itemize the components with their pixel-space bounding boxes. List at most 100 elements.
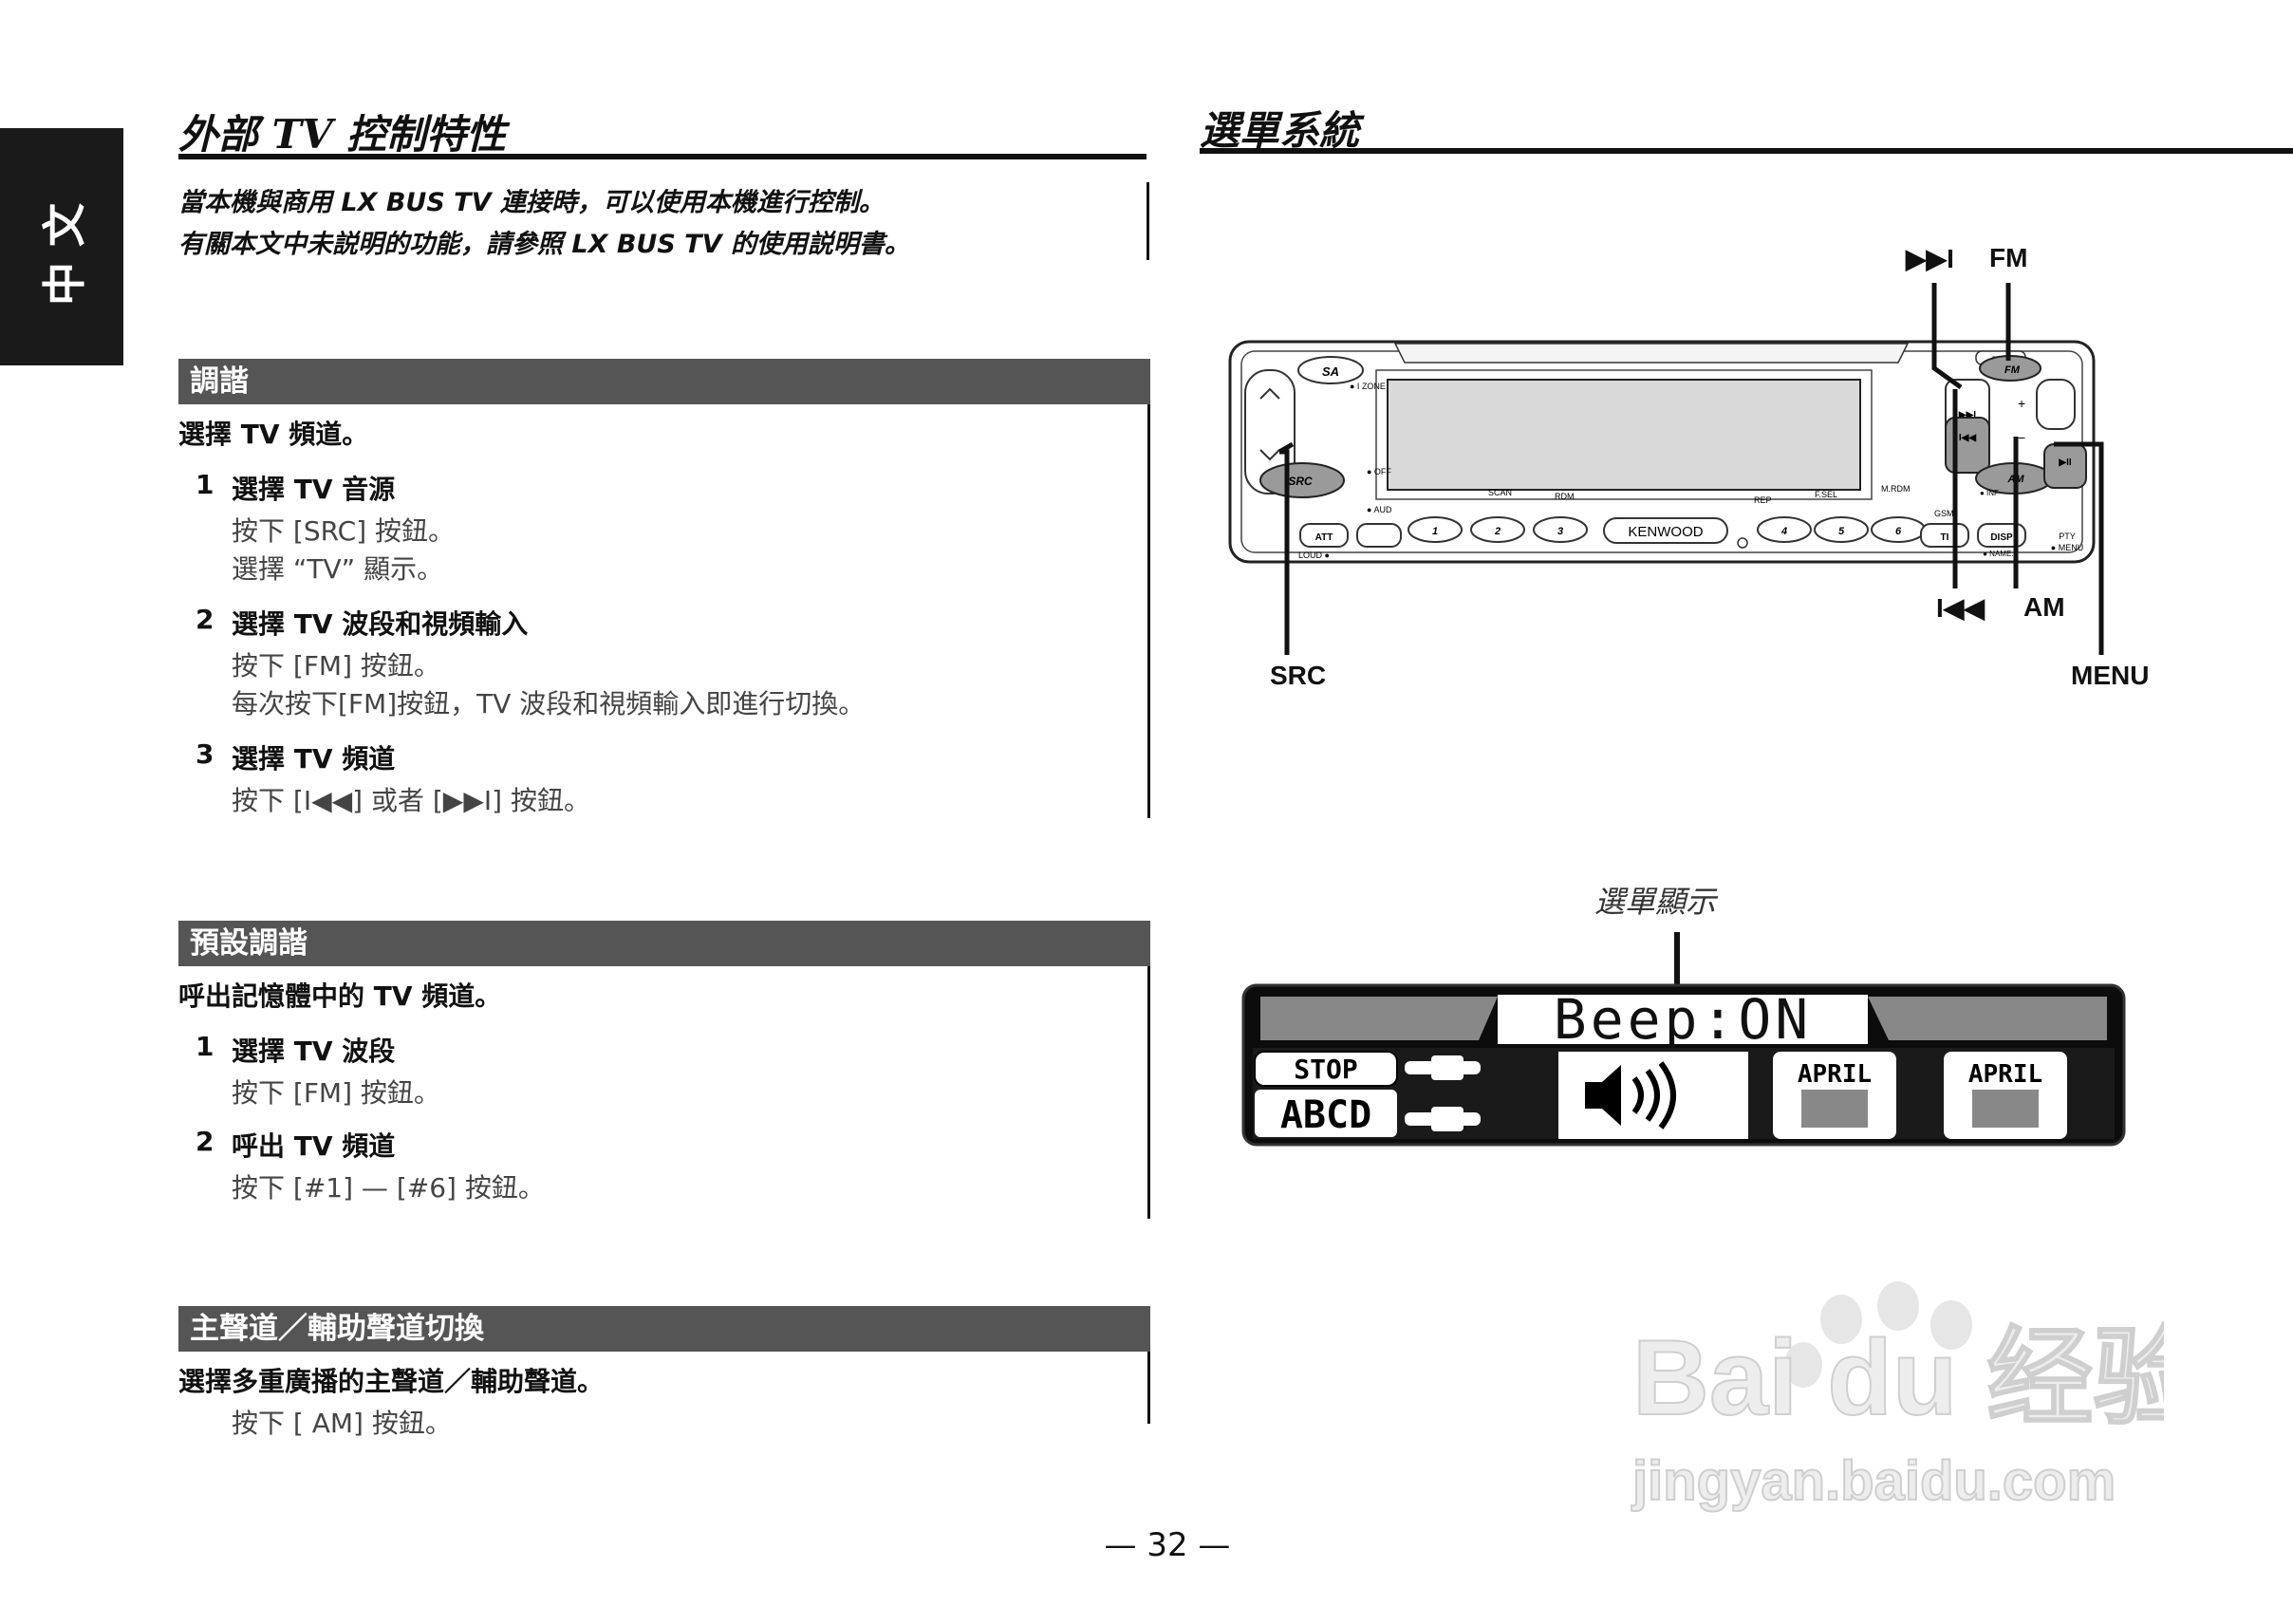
step-instruction: 按下 [FM] 按鈕。 (232, 650, 440, 681)
mrdm-label: M.RDM (1881, 484, 1911, 494)
chevron-down-icon (1259, 449, 1280, 461)
next-icon: ▶▶I (1958, 410, 1976, 420)
menu-display-caption: 選單顯示 (1594, 884, 1717, 920)
lcd-main-text: Beep:ON (1554, 987, 1812, 1052)
leader-menu (2054, 441, 2104, 655)
step-instruction: 每次按下[FM]按鈕，TV 波段和視頻輸入即進行切換。 (232, 688, 866, 719)
lcd-text-panel (1498, 995, 1868, 1044)
loud-label: LOUD ● (1298, 551, 1330, 560)
disc-slot (1393, 343, 1910, 364)
preset-button-5 (1814, 516, 1869, 543)
preset-label-6: 6 (1895, 526, 1902, 537)
step-number: 2 (196, 604, 214, 635)
step-instruction: 按下 [SRC] 按鈕。 (232, 515, 456, 547)
preset-label-2: 2 (1494, 526, 1501, 537)
preset-button-3 (1533, 516, 1588, 543)
lcd-stop-text: STOP (1294, 1054, 1357, 1085)
lcd-april-text-2: APRIL (1968, 1060, 2042, 1089)
language-tab-label: 中 文 (39, 203, 90, 307)
up-down-rocker (1244, 369, 1296, 495)
preset-buttons: 1 2 3 4 5 6 (1407, 516, 1926, 543)
step-number: 2 (196, 1126, 214, 1157)
step-title: 選擇 TV 波段 (232, 1036, 396, 1067)
camera-button (1356, 523, 1402, 548)
chevron-up-icon (1259, 387, 1280, 400)
left-title-rule (178, 154, 1146, 159)
name-label: ● NAME.S (1983, 550, 2019, 558)
callout-leader-lines (1277, 283, 2104, 655)
step-instruction: 按下 [FM] 按鈕。 (232, 1077, 440, 1109)
step-number: 3 (196, 738, 214, 770)
step-number: 1 (196, 1031, 214, 1062)
scan-label: SCAN (1488, 488, 1512, 497)
callout-fm-label: FM (1989, 243, 2028, 272)
section-heading-channel-switch: 主聲道／輔助聲道切換 (178, 1306, 1150, 1352)
intro-line-2: 有關本文中未説明的功能，請參照 LX BUS TV 的使用説明書。 (178, 230, 910, 259)
left-page-title: 外部 TV 控制特性 (178, 111, 507, 158)
calendar-icon (1972, 1090, 2039, 1128)
leader-next (1931, 283, 1963, 390)
leader-src (1277, 441, 1295, 655)
step-number: 1 (196, 469, 214, 500)
section-preset-rule (1147, 966, 1150, 1219)
right-title-rule (1200, 148, 2293, 154)
lcd-abcd-text: ABCD (1280, 1093, 1371, 1137)
lcd-april-text-1: APRIL (1798, 1060, 1872, 1089)
step-title: 選擇 TV 音源 (232, 474, 396, 505)
preset-button-1 (1407, 516, 1463, 543)
paw-icon (1784, 1281, 1972, 1388)
lcd-right-bevel (1868, 997, 2107, 1040)
section-heading-tuning: 調諧 (178, 359, 1150, 404)
step-instruction: 按下 [ AM] 按鈕。 (232, 1408, 452, 1439)
language-tab: 中 文 (0, 128, 123, 365)
minus-icon: − (2018, 430, 2025, 445)
section-switch-desc: 選擇多重廣播的主聲道／輔助聲道。 (178, 1366, 605, 1397)
step-title: 選擇 TV 波段和視頻輸入 (232, 608, 529, 640)
intro-line-1: 當本機與商用 LX BUS TV 連接時，可以使用本機進行控制。 (178, 188, 885, 217)
inf-label: ● INF (1980, 489, 1999, 497)
callout-next-label: ▶▶I (1906, 244, 1954, 273)
aud-label: ● AUD (1367, 505, 1392, 514)
lcd-connector-icons (1405, 1055, 1481, 1131)
off-label: ● OFF (1367, 467, 1391, 476)
lcd-abcd-badge (1255, 1090, 1397, 1137)
prev-icon: I◀◀ (1959, 433, 1976, 443)
page-number: — 32 — (1104, 1526, 1231, 1564)
gsm-label: GSM (1934, 509, 1954, 518)
baidu-watermark: Bai du 经验 jingyan.baidu.com (1631, 1281, 2164, 1513)
volume-up-button (2036, 379, 2076, 430)
pty-label: PTY (2059, 532, 2076, 541)
lcd-display: Beep:ON STOP ABCD APRIL APRIL (1241, 983, 2126, 1147)
fsel-label: F.SEL (1815, 490, 1837, 499)
section-tuning-rule (1147, 404, 1150, 818)
watermark-url: jingyan.baidu.com (1631, 1450, 2116, 1512)
disp-label: DISP (1990, 532, 2013, 543)
section-heading-preset: 預設調諧 (178, 921, 1150, 966)
remote-sensor (1737, 537, 1748, 549)
rdm-label: RDM (1555, 492, 1575, 501)
att-label: ATT (1315, 532, 1333, 543)
lcd-stop-badge (1254, 1051, 1398, 1087)
brand-badge (1603, 517, 1728, 544)
ti-label: TI (1941, 532, 1949, 543)
src-button-label: SRC (1288, 475, 1313, 488)
step-instruction: 按下 [I◀◀] 或者 [▶▶I] 按鈕。 (232, 785, 590, 816)
menu-small-label: ● MENU (2051, 543, 2083, 552)
callout-prev-label: I◀◀ (1936, 593, 1985, 623)
lcd-left-bevel (1260, 997, 1498, 1040)
fm-button-label: FM (2004, 364, 2021, 376)
calendar-icon (1801, 1090, 1868, 1128)
plus-icon: + (2018, 396, 2025, 411)
rep-label: REP (1754, 495, 1772, 505)
preset-button-2 (1470, 516, 1525, 543)
speaker-icon (1585, 1065, 1621, 1126)
stereo-display-window (1387, 379, 1861, 491)
src-button (1259, 462, 1345, 498)
play-pause-icon: ▶II (2058, 457, 2071, 468)
intro-side-rule (1146, 182, 1149, 260)
right-page-title: 選單系統 (1200, 107, 1360, 154)
callout-am-label: AM (2023, 592, 2065, 622)
preset-button-4 (1757, 516, 1812, 543)
section-tuning-desc: 選擇 TV 頻道。 (178, 419, 369, 450)
callout-menu-label: MENU (2071, 661, 2150, 690)
